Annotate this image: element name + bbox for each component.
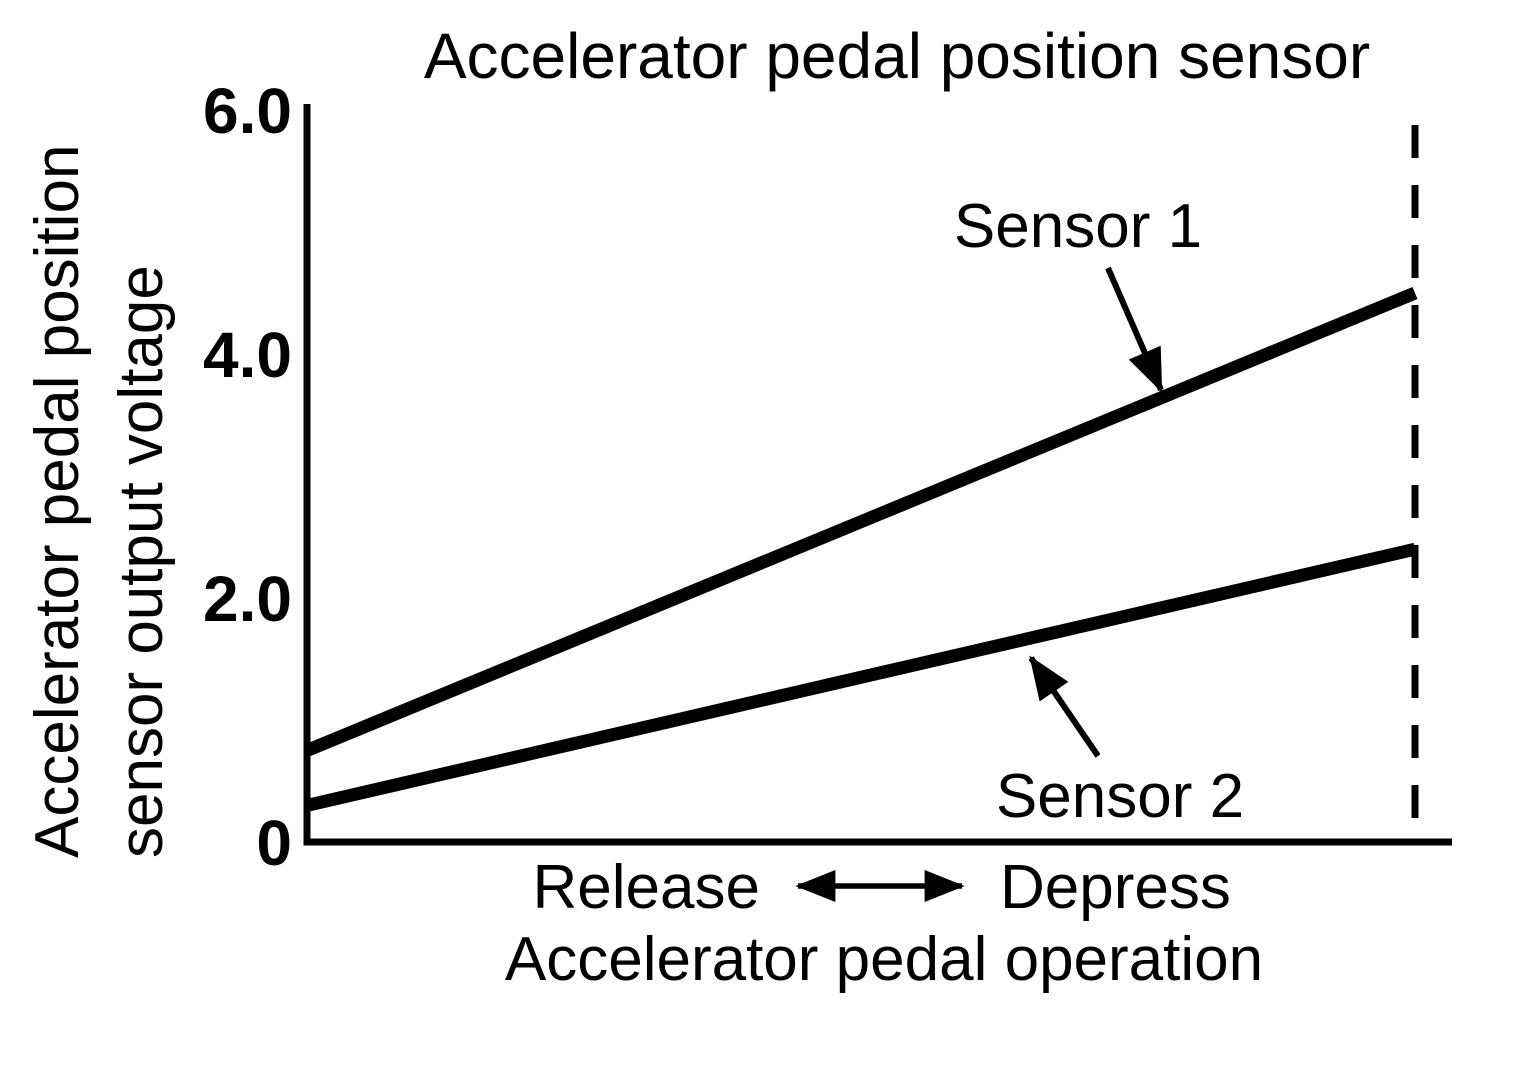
y-axis-label-line1: Accelerator pedal position <box>23 145 92 858</box>
sensor2-annotation-arrow <box>1028 655 1101 758</box>
chart-title: Accelerator pedal position sensor <box>424 20 1370 92</box>
sensor2-line <box>305 542 1417 812</box>
depress-label: Depress <box>1000 853 1231 922</box>
y-tick-label-4: 4.0 <box>203 319 292 391</box>
y-axis-label-line2: sensor output voltage <box>107 265 176 858</box>
y-tick-label-2: 2.0 <box>203 563 292 635</box>
x-axis-label: Accelerator pedal operation <box>505 925 1263 994</box>
y-tick-label-0: 0 <box>256 807 292 879</box>
sensor2-annotation-label: Sensor 2 <box>996 762 1244 831</box>
sensor1-line <box>304 286 1418 757</box>
sensor1-annotation-label: Sensor 1 <box>954 192 1202 261</box>
y-tick-label-6: 6.0 <box>203 75 292 147</box>
sensor1-annotation-arrow <box>1105 266 1164 393</box>
release-label: Release <box>533 853 760 922</box>
